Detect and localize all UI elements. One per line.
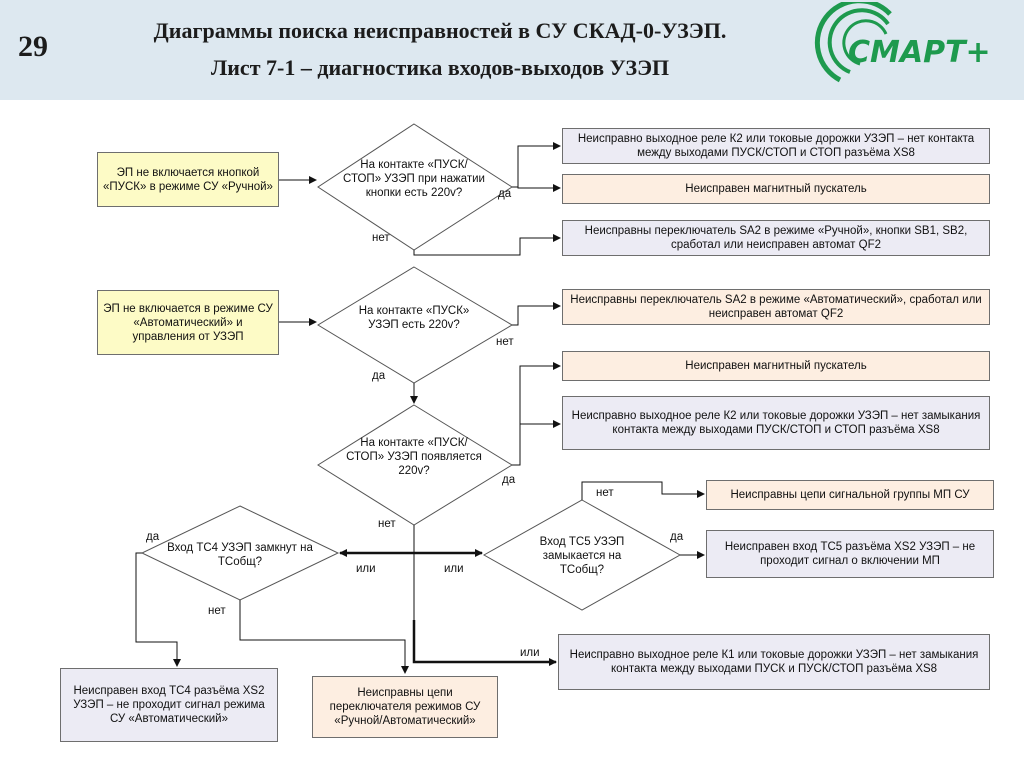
- label-no-d3: нет: [378, 518, 396, 530]
- result-box-relay-k1: Неисправно выходное реле К1 или токовые …: [558, 634, 990, 690]
- label-or-bottom: или: [520, 647, 540, 659]
- decision-text-3: На контакте «ПУСК/ СТОП» УЗЭП появляется…: [346, 437, 482, 477]
- decision-diamond-5: [482, 499, 682, 611]
- slide-number: 29: [18, 30, 48, 63]
- start-box-manual-mode: ЭП не включается кнопкой «ПУСК» в режиме…: [97, 152, 279, 207]
- result-box-switch-sa2-manual: Неисправны переключатель SA2 в режиме «Р…: [562, 220, 990, 256]
- page-title-line1: Диаграммы поиска неисправностей в СУ СКА…: [153, 18, 727, 43]
- decision-text-5: Вход ТС5 УЗЭП замыкается на ТСобщ?: [539, 536, 625, 576]
- result-box-switch-sa2-auto: Неисправны переключатель SA2 в режиме «А…: [562, 289, 990, 325]
- result-box-relay-k2-manual: Неисправно выходное реле К2 или токовые …: [562, 128, 990, 164]
- result-box-input-tc5: Неисправен вход ТС5 разъёма XS2 УЗЭП – н…: [706, 530, 994, 578]
- result-box-input-tc4: Неисправен вход ТС4 разъёма XS2 УЗЭП – н…: [60, 668, 278, 742]
- smart-plus-logo: СМАРТ+: [814, 2, 991, 83]
- start-box-auto-mode: ЭП не включается в режиме СУ «Автоматиче…: [97, 290, 279, 355]
- label-or-left: или: [356, 563, 376, 575]
- label-no-d4: нет: [208, 605, 226, 617]
- connectors: [135, 142, 705, 674]
- label-yes-d2: да: [372, 370, 386, 382]
- decision-text-4: Вход ТС4 УЗЭП замкнут на ТСобщ?: [167, 542, 313, 568]
- svg-text:СМАРТ+: СМАРТ+: [848, 35, 991, 70]
- label-no-d5: нет: [596, 487, 614, 499]
- label-yes-d4: да: [146, 531, 160, 543]
- label-yes-d1: да: [498, 188, 512, 200]
- result-box-contactor-1: Неисправен магнитный пускатель: [562, 174, 990, 204]
- header-bar: 29 Диаграммы поиска неисправностей в СУ …: [0, 0, 1024, 100]
- result-box-mode-switch-circuits: Неисправны цепи переключателя режимов СУ…: [312, 676, 498, 738]
- decision-text-2: На контакте «ПУСК» УЗЭП есть 220v?: [358, 305, 470, 331]
- result-box-contactor-2: Неисправен магнитный пускатель: [562, 351, 990, 381]
- decision-text-1: На контакте «ПУСК/ СТОП» УЗЭП при нажати…: [343, 159, 485, 199]
- label-yes-d5: да: [670, 531, 684, 543]
- label-yes-d3: да: [502, 474, 516, 486]
- label-no-d2: нет: [496, 336, 514, 348]
- result-box-relay-k2-auto: Неисправно выходное реле К2 или токовые …: [562, 396, 990, 450]
- label-no-d1: нет: [372, 232, 390, 244]
- page-title-line2: Лист 7-1 – диагностика входов-выходов УЗ…: [210, 55, 670, 80]
- result-box-signal-group: Неисправны цепи сигнальной группы МП СУ: [706, 480, 994, 510]
- label-or-right: или: [444, 563, 464, 575]
